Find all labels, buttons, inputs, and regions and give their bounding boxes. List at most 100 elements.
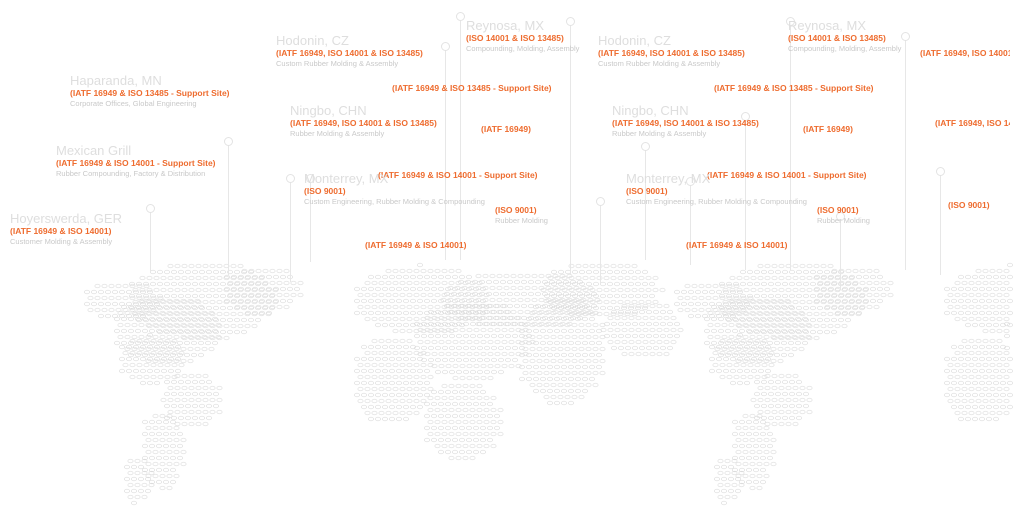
map-dot [951,404,957,410]
map-dot [519,364,525,370]
map-dot [712,362,719,368]
map-dot [494,425,500,431]
map-dot [806,397,813,403]
map-dot [435,309,441,315]
map-dot [702,301,708,307]
map-dot [438,322,444,328]
map-dot [462,431,469,437]
site-description: Custom Engineering, Rubber Molding & Com… [304,197,485,206]
map-dot [716,368,722,374]
map-dot [761,403,767,409]
map-dot [803,281,809,287]
map-dot [806,335,813,341]
map-dot [163,316,169,322]
map-dot [174,287,181,293]
map-dot [385,350,392,356]
map-dot [177,431,183,437]
map-dot [592,370,599,376]
map-dot [459,449,465,455]
map-dot [753,455,759,461]
map-dot [711,328,717,334]
map-dot [127,470,134,476]
map-dot [746,316,752,322]
map-dot [424,368,430,374]
map-dot [582,364,588,370]
map-dot [417,298,423,304]
map-dot [202,397,209,403]
map-dot [480,401,486,407]
map-dot [778,299,785,305]
map-dot [810,329,816,335]
map-dot [968,398,975,404]
map-dot [220,293,226,299]
map-dot [705,283,712,289]
map-dot [142,443,148,449]
map-dot [170,431,176,437]
map-dot [735,449,742,455]
site-certification: (IATF 16949 & ISO 13485 - Support Site) [714,83,874,93]
site-certification: (IATF 16949, ISO 14001 & ISO 13485) [920,48,1010,58]
site-label: (IATF 16949) [803,124,853,135]
map-dot [784,298,791,304]
map-dot [209,287,216,293]
map-dot [775,305,781,311]
map-dot [483,431,490,437]
map-dot [195,323,202,329]
map-dot [756,461,763,467]
map-dot [965,310,971,316]
map-dot [438,286,444,292]
map-dot [711,340,717,346]
map-dot [199,379,205,385]
map-dot [817,305,823,311]
map-dot [877,298,883,304]
map-dot [726,293,732,299]
map-dot [487,339,494,345]
map-dot [989,328,996,334]
map-dot [681,301,687,307]
map-dot [642,293,648,299]
map-dot [996,374,1003,380]
map-dot [575,287,582,293]
map-dot [796,293,802,299]
map-dot [154,380,160,386]
map-dot [989,350,996,356]
map-dot [624,275,631,281]
site-label: (IATF 16949 & ISO 13485 - Support Site) [714,83,874,94]
map-dot [784,334,791,340]
map-dot [649,351,656,357]
map-dot [730,368,736,374]
map-dot [702,313,708,319]
map-dot [593,281,599,287]
map-dot [792,335,799,341]
map-dot [241,292,248,298]
map-dot [188,409,195,415]
map-dot [538,297,545,303]
map-dot [653,321,659,327]
map-dot [1003,410,1010,416]
map-dot [213,403,219,409]
map-dot [500,279,506,285]
map-dot [642,315,649,321]
map-dot [171,362,178,368]
map-dot [361,392,367,398]
map-dot [565,293,571,299]
map-dot [470,369,476,375]
map-dot [639,333,645,339]
map-dot [237,323,244,329]
map-dot [283,268,290,274]
map-dot [965,298,971,304]
map-dot [503,321,510,327]
map-dot [863,286,869,292]
map-dot [767,443,773,449]
map-dot [677,327,684,333]
map-dot [427,374,434,380]
map-dot [986,368,992,374]
map-dot [806,299,813,305]
map-dot [378,398,385,404]
map-dot [770,358,777,364]
map-dot [1003,316,1010,322]
map-dot [406,328,413,334]
map-dot [849,274,855,280]
map-dot [756,449,763,455]
map-dot [744,368,750,374]
